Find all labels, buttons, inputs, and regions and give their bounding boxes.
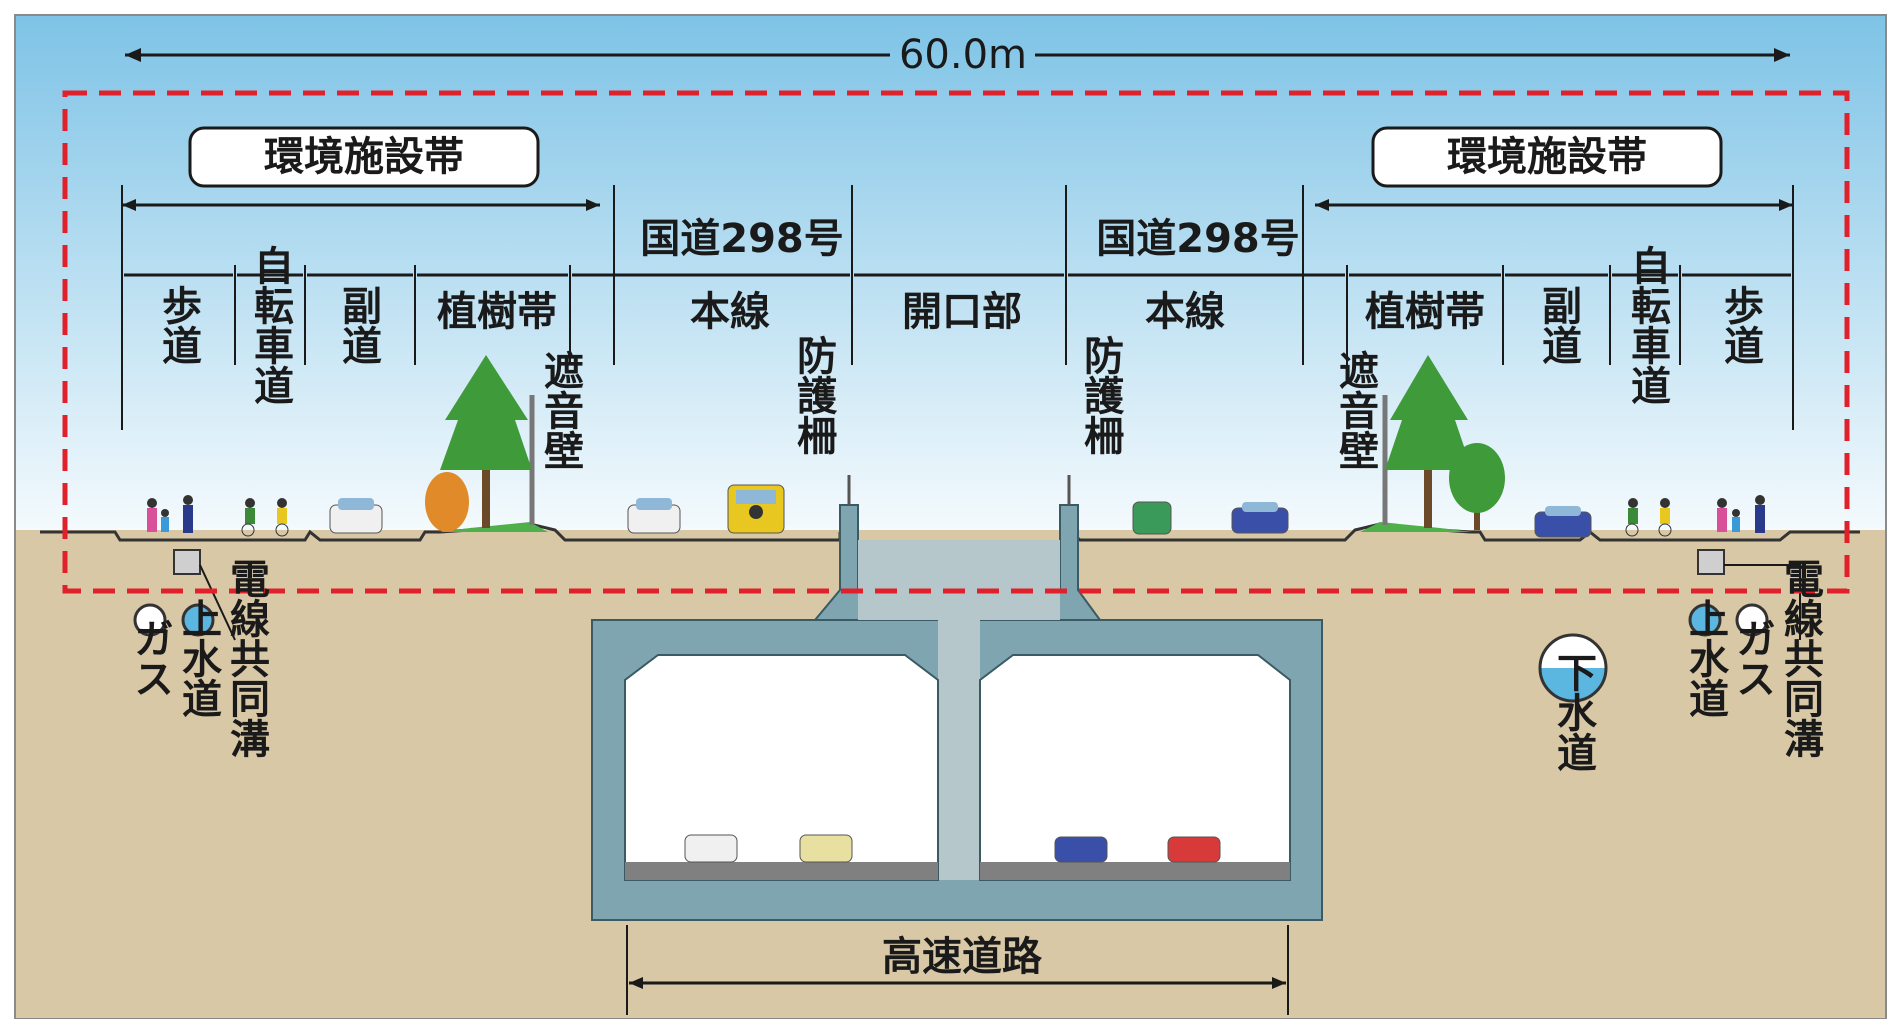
sewer-pipe <box>1538 633 1608 703</box>
segment-label-planting-left: 植樹帯 <box>437 289 557 335</box>
tunnel-bore-left <box>624 654 939 881</box>
cable-duct-right <box>1697 549 1725 575</box>
car-icon <box>1054 836 1108 863</box>
sewer-label: 下水道 <box>1550 652 1597 772</box>
noise-wall-label-left: 遮音壁 <box>537 350 584 470</box>
car-icon <box>1231 502 1289 534</box>
left-tree <box>425 355 532 532</box>
cyclist-icon <box>1625 498 1672 537</box>
left-road-profile <box>40 522 842 542</box>
segment-label-planting-right: 植樹帯 <box>1365 289 1485 335</box>
car-icon <box>1132 501 1172 535</box>
overall-width-label: 60.0m <box>899 32 1027 78</box>
route-label-right: 国道298号 <box>1096 216 1300 262</box>
car-icon <box>799 834 853 863</box>
zone-badge-right-label: 環境施設帯 <box>1447 134 1647 180</box>
car-icon <box>1167 836 1221 863</box>
suv-icon <box>727 484 785 534</box>
water-pipe-left <box>181 603 215 637</box>
segment-label-sidewalk-left: 歩道 <box>155 285 202 365</box>
segment-label-bikeway-left: 自転車道 <box>247 245 294 405</box>
car-icon <box>627 498 681 534</box>
expressway-label: 高速道路 <box>882 934 1043 980</box>
gas-label-right: ガス <box>1729 618 1775 698</box>
water-label-left: 上水道 <box>175 598 222 718</box>
car-icon <box>1534 506 1592 538</box>
cable-label-right: 電線共同溝 <box>1777 558 1824 758</box>
segment-label-frontage-right: 副道 <box>1535 285 1582 365</box>
cable-label-left: 電線共同溝 <box>223 558 270 758</box>
center-pillar <box>938 620 980 880</box>
pedestrian-icon <box>1717 495 1765 533</box>
left-shrub <box>425 472 469 532</box>
gas-label-left: ガス <box>127 618 173 698</box>
pedestrian-icon <box>147 495 193 533</box>
right-tree <box>1385 355 1505 530</box>
segment-label-frontage-left: 副道 <box>335 285 382 365</box>
sky-background <box>15 15 1886 530</box>
cable-duct-left <box>173 549 201 575</box>
segment-label-main-left: 本線 <box>690 289 770 335</box>
zone-badge-right: 環境施設帯 <box>1371 126 1723 188</box>
car-icon <box>684 834 738 863</box>
route-label-left: 国道298号 <box>640 216 844 262</box>
right-road-profile <box>1069 522 1860 542</box>
water-label-right: 上水道 <box>1682 598 1729 718</box>
gas-pipe-left <box>133 603 167 637</box>
zone-badge-left: 環境施設帯 <box>188 126 540 188</box>
tunnel-road-right <box>980 862 1290 880</box>
right-small-tree <box>1449 443 1505 513</box>
water-pipe-right <box>1688 603 1722 637</box>
guard-fence-label-right: 防護柵 <box>1077 335 1124 455</box>
cyclist-icon <box>241 498 289 537</box>
right-planting-mound <box>1360 522 1472 532</box>
left-planting-mound <box>438 522 548 532</box>
tunnel-road-left <box>625 862 938 880</box>
opening-shaft <box>858 540 1060 620</box>
segment-label-sidewalk-right: 歩道 <box>1717 285 1764 365</box>
segment-label-bikeway-right: 自転車道 <box>1624 245 1671 405</box>
segment-label-main-right: 本線 <box>1145 289 1225 335</box>
tunnel-bore-right <box>979 654 1291 881</box>
segment-label-opening: 開口部 <box>902 289 1022 335</box>
guard-fence-label-left: 防護柵 <box>790 335 837 455</box>
car-icon <box>329 498 383 534</box>
gas-pipe-right <box>1735 603 1769 637</box>
environmental-zone-boundary <box>62 90 1850 594</box>
noise-wall-label-right: 遮音壁 <box>1332 350 1379 470</box>
zone-badge-left-label: 環境施設帯 <box>264 134 464 180</box>
